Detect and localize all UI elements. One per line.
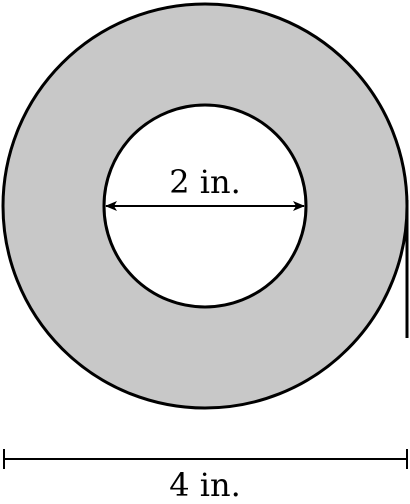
outer-diameter-label: 4 in. <box>169 466 241 504</box>
inner-diameter-label: 2 in. <box>169 163 241 201</box>
